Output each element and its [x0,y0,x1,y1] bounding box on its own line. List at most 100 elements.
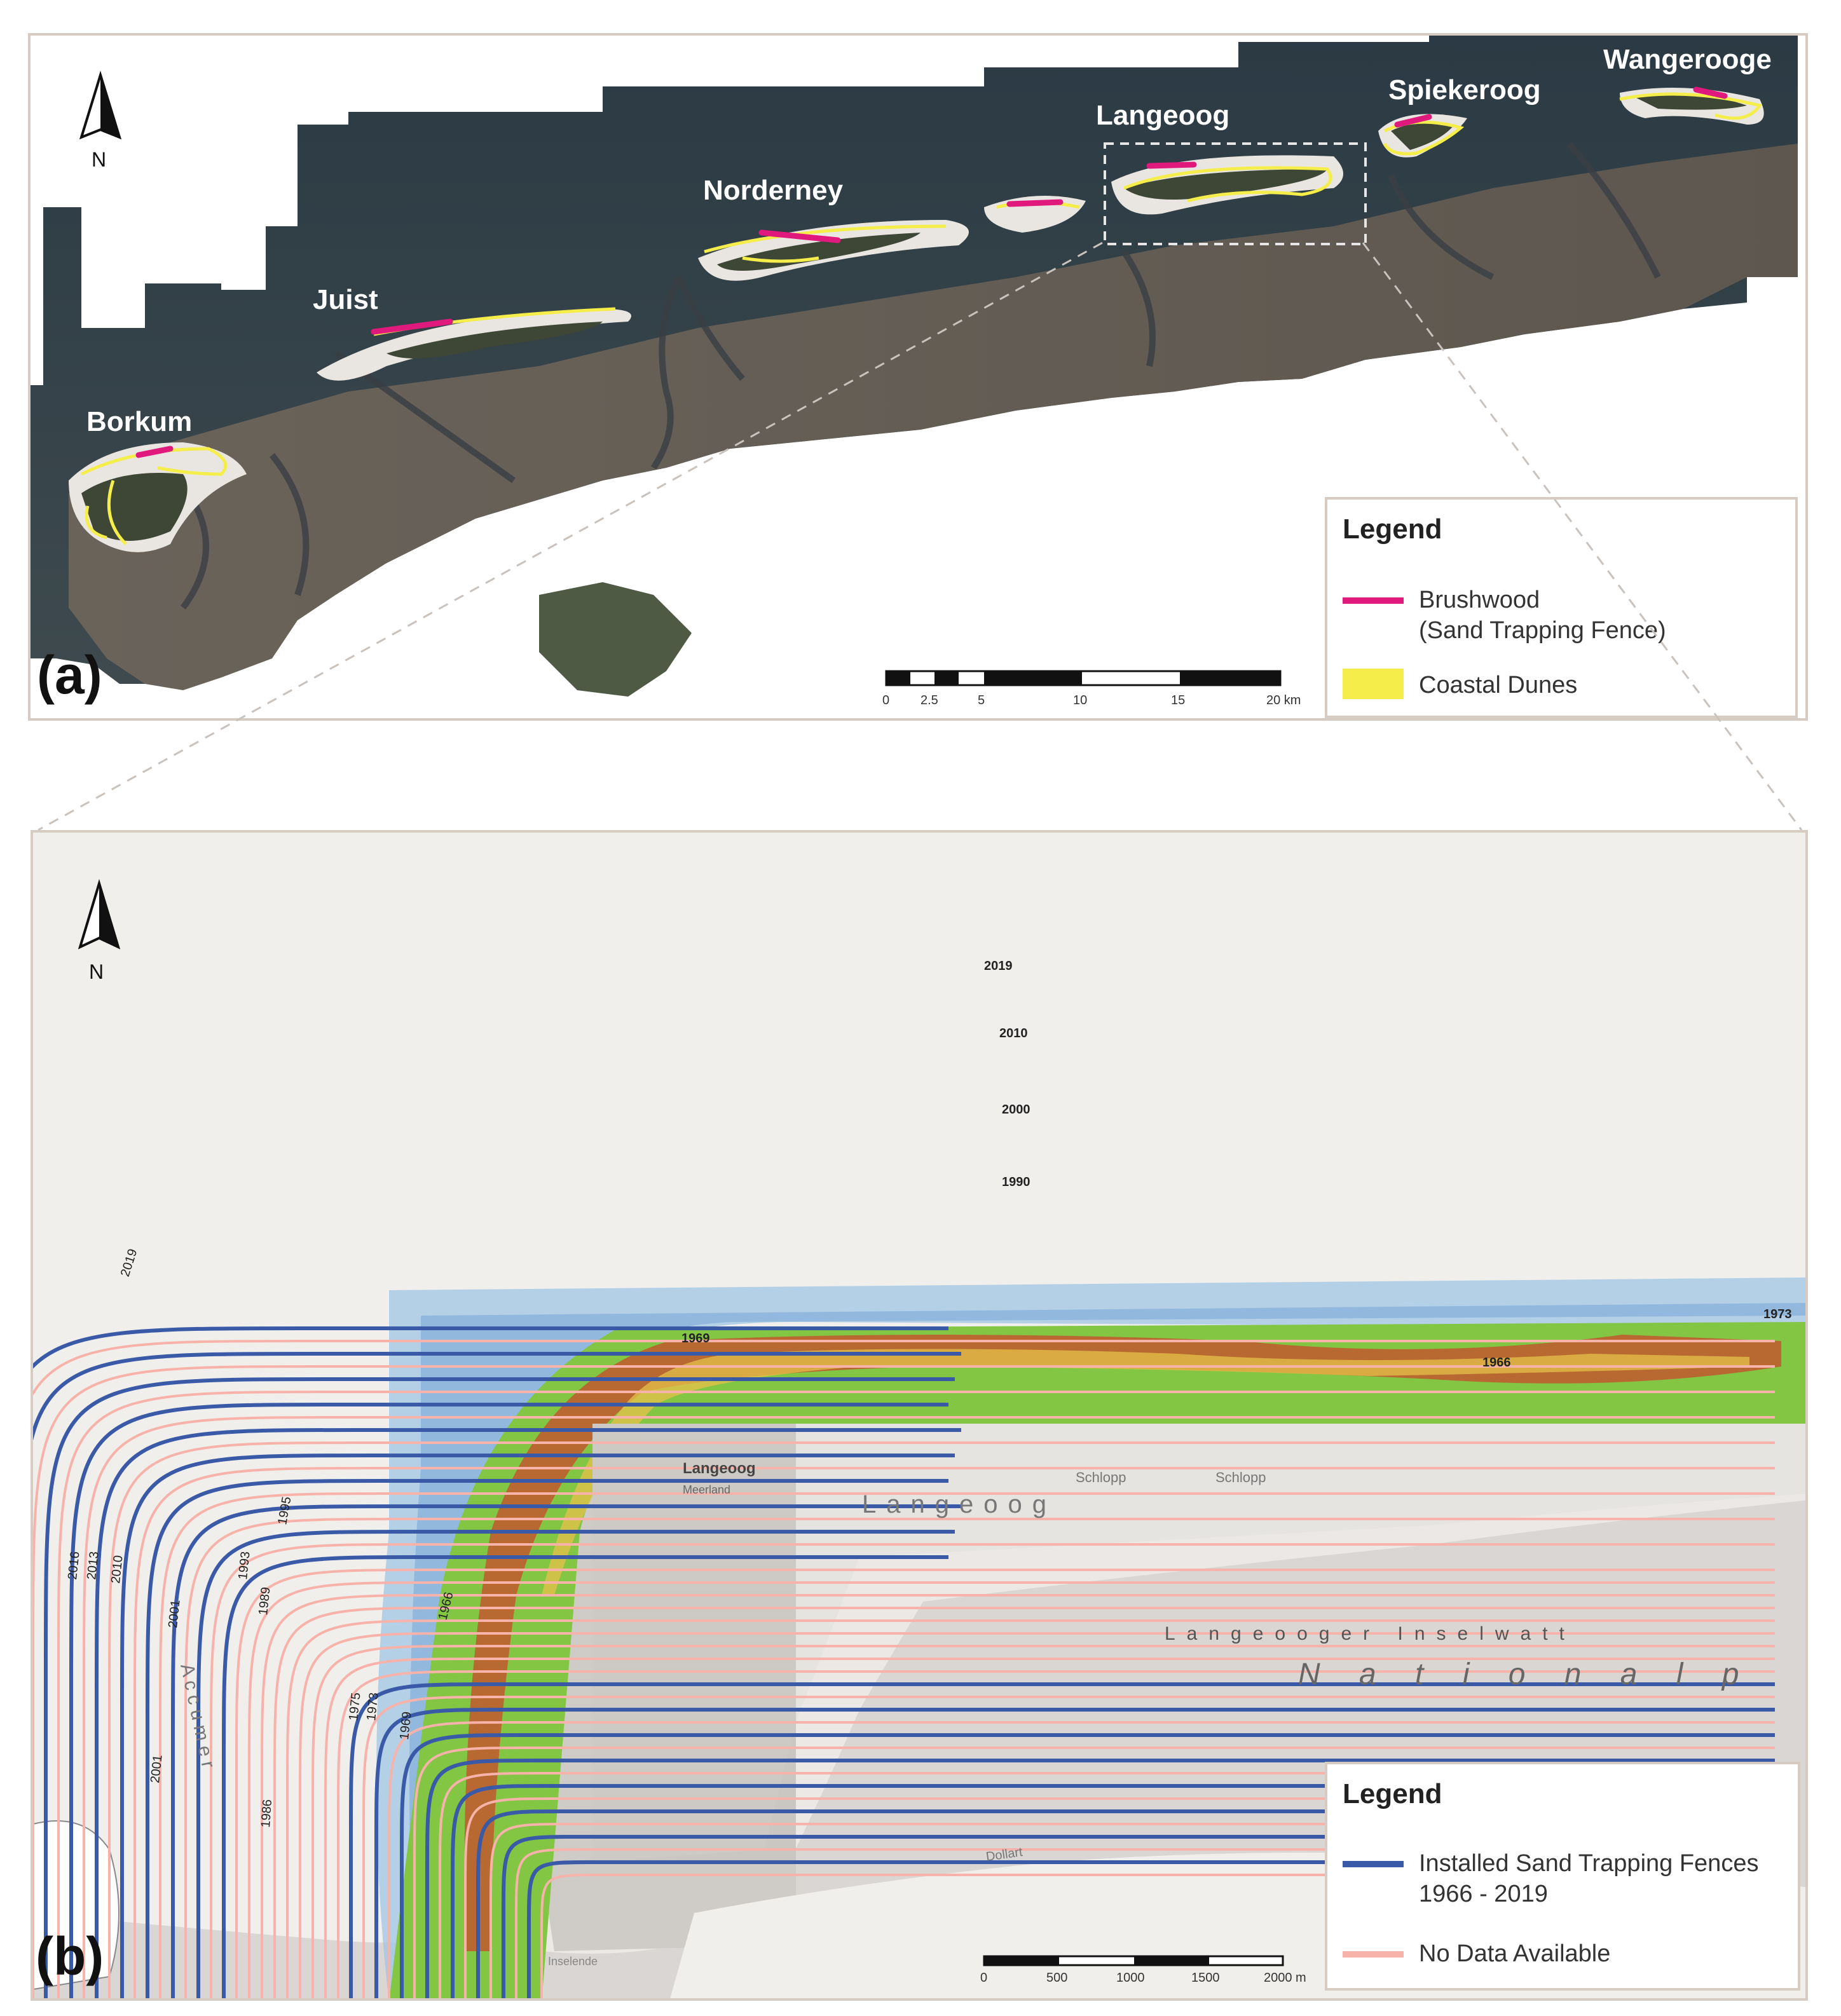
no-data-line [286,1619,1775,1998]
legend-label: Brushwood [1419,587,1540,613]
legend-title: Legend [1343,514,1442,545]
fence-line [171,1504,961,1998]
island-label-borkum: Borkum [86,406,192,437]
panel-a-map: Borkum Juist Norderney Langeoog Spiekero… [28,33,1808,721]
legend-swatch-brushwood [1343,597,1404,604]
dune-vegetation-area [389,1322,1805,1998]
no-data-line [133,1467,1775,1998]
year-label: 2001 [166,1599,183,1629]
north-label: N [89,960,104,983]
year-label: 2013 [85,1551,102,1581]
year-label: 2019 [118,1247,140,1278]
dune-ridge-area [464,1335,1782,1951]
no-data-line [108,1441,1775,1998]
year-label: 1993 [236,1551,253,1581]
legend-a: Legend Brushwood (Sand Trapping Fence) C… [1325,497,1798,718]
legend-label: No Data Available [1419,1940,1611,1967]
scale-tick-label: 5 [978,693,985,707]
fence-line [196,1530,955,1998]
no-data-line [362,1696,1775,1998]
fence-line [44,1377,955,1998]
map-label-inselende: Inselende [548,1955,598,1968]
fence-lines [33,1326,1775,1998]
map-label-town: Langeoog [683,1460,756,1477]
fence-map: Langeoog Meerland Langeoog Schlopp Schlo… [33,879,1805,1998]
year-label: 1969 [681,1332,710,1345]
fence-line [69,1403,948,1998]
legend-label: Installed Sand Trapping Fences [1419,1850,1759,1877]
map-label-town-sub: Meerland [683,1483,730,1496]
legend-label: 1966 - 2019 [1419,1881,1548,1907]
north-arrow-icon: N [78,879,121,983]
no-data-line [540,1874,1775,1998]
legend-b: Legend Installed Sand Trapping Fences 19… [1325,1762,1800,1991]
island-label-spiekeroog: Spiekeroog [1388,74,1541,106]
no-data-line [324,1658,1775,1998]
fence-line [33,1352,961,1441]
year-label: 2010 [999,1026,1028,1040]
scale-tick-label: 500 [1046,1971,1067,1985]
year-label: 2010 [109,1555,126,1584]
no-data-line [261,1594,1775,1998]
panel-letter-a: (a) [37,645,102,705]
scale-tick-label: 1000 [1116,1971,1145,1985]
legend-swatch-installed [1343,1861,1404,1867]
fence-line [527,1860,1775,1998]
island-label-norderney: Norderney [703,175,844,206]
no-data-line [388,1721,1775,1998]
scale-tick-label: 0 [980,1971,987,1985]
no-data-line [413,1747,1775,1998]
no-data-line [83,1416,1775,1998]
fence-line [451,1784,1775,1998]
island-label-langeoog: Langeoog [1096,100,1229,131]
no-data-line [33,1365,1775,1998]
year-label: 2016 [65,1551,83,1581]
no-data-line [33,1340,1775,1396]
scale-bar-b: 0 500 1000 1500 2000 m [980,1955,1306,1985]
map-label-nationalpark: N a t i o n a l p [1298,1658,1755,1691]
fence-line [146,1479,948,1998]
no-data-line [273,1607,1775,1998]
year-label: 1966 [1482,1356,1511,1370]
legend-title: Legend [1343,1778,1442,1809]
zoom-extent-box [1104,142,1367,245]
no-data-line [159,1492,1775,1998]
no-data-line [248,1581,1775,1998]
no-data-line [184,1518,1775,1998]
fence-line [120,1454,955,1998]
legend-swatch-no-data [1343,1951,1404,1958]
north-label: N [92,148,106,171]
fence-line [400,1733,1775,1998]
no-data-line [439,1772,1775,1998]
scale-tick-label: 1500 [1191,1971,1220,1985]
fence-line [33,1326,948,1369]
year-label: 1989 [256,1586,273,1616]
year-label: 2019 [984,959,1013,973]
fence-line [502,1835,1775,1998]
year-label: 1969 [397,1711,414,1741]
north-arrow-icon: N [79,71,122,171]
no-data-line [464,1797,1775,1998]
no-data-line [515,1848,1775,1998]
island-label-juist: Juist [313,284,378,315]
year-labels-right: 2019 2010 2000 1990 1969 1966 1973 [681,959,1792,1370]
scale-tick-label: 20 km [1266,693,1301,707]
scale-tick-label: 2000 m [1264,1971,1306,1985]
year-label: 1975 [346,1692,364,1722]
scale-tick-label: 2.5 [920,693,938,707]
island-label-wangerooge: Wangerooge [1603,44,1772,75]
no-data-line [299,1632,1775,1998]
no-data-line [57,1391,1775,1998]
panel-b-map: Langeoog Meerland Langeoog Schlopp Schlo… [31,830,1808,2001]
no-data-line [337,1670,1775,1998]
map-label-schlopp: Schlopp [1215,1469,1266,1485]
year-label: 1973 [364,1692,381,1722]
legend-label: (Sand Trapping Fence) [1419,617,1666,644]
year-label: 2000 [1002,1103,1030,1117]
no-data-line [235,1569,1775,1998]
beach-deep-area [409,1303,1805,1998]
year-label: 1986 [259,1799,275,1828]
scale-tick-label: 10 [1073,693,1087,707]
fence-line [349,1682,1775,1998]
fence-line [222,1555,948,1998]
